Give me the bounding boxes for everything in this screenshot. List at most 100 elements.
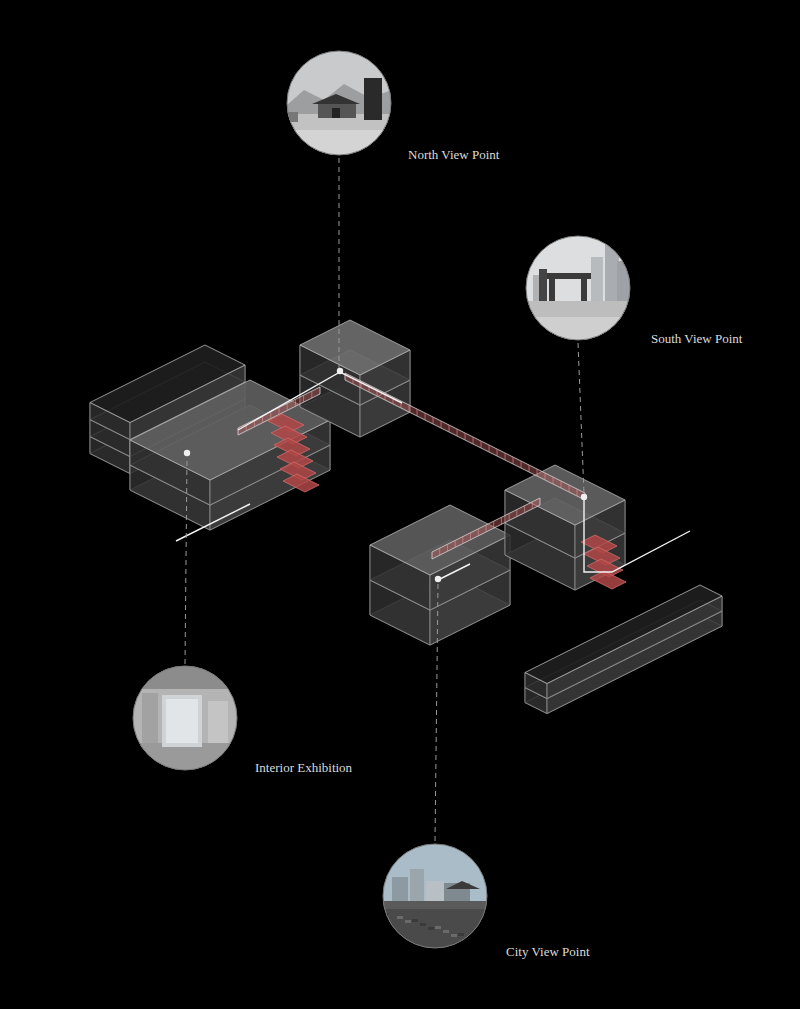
stair-flight	[283, 474, 319, 492]
route-line	[176, 504, 250, 541]
floor-slab	[525, 585, 722, 684]
wall-face	[575, 533, 625, 590]
viewpoint-picture	[382, 843, 488, 949]
picture-part	[364, 78, 382, 120]
bridge-city	[432, 498, 540, 559]
viewpoint-circle	[287, 51, 391, 155]
bridge-rib	[409, 405, 410, 412]
picture-part	[382, 843, 488, 949]
picture-part	[132, 665, 238, 771]
stair-south	[581, 535, 626, 589]
stair-west	[268, 414, 319, 492]
viewpoint-circle	[133, 666, 237, 770]
picture-part	[166, 699, 198, 743]
picture-part	[458, 933, 464, 936]
floor-slab	[370, 505, 510, 575]
picture-part	[443, 930, 449, 933]
bridge-rib	[561, 481, 562, 488]
viewpoint-node: City View Point	[382, 843, 594, 949]
picture-part	[525, 301, 631, 341]
bridge-rib	[524, 506, 525, 513]
picture-part	[581, 279, 587, 303]
picture-part	[132, 743, 238, 771]
west-building	[130, 380, 330, 530]
viewpoint-label: City View Point	[506, 944, 590, 960]
bridge-rib	[481, 441, 482, 448]
picture-part	[605, 243, 619, 303]
bridge-west	[238, 387, 320, 435]
viewpoint-node: South View Point	[525, 235, 747, 341]
bridge-rib	[516, 510, 517, 517]
floor-slab	[505, 465, 625, 525]
annex-strips	[525, 585, 722, 714]
bridge-rib	[509, 513, 510, 520]
bridge-rib	[311, 391, 312, 398]
picture-part	[412, 919, 418, 922]
stair-flight	[590, 571, 626, 589]
bridge-rib	[279, 408, 280, 415]
picture-part	[286, 50, 392, 156]
bridge-rib	[569, 485, 570, 492]
bridge-rib	[577, 489, 578, 496]
bridge-rib	[505, 453, 506, 460]
picture-scene	[132, 665, 238, 771]
view-dot	[184, 450, 190, 456]
picture-part	[435, 926, 441, 929]
picture-part	[446, 881, 480, 889]
bridge-rib	[521, 461, 522, 468]
picture-part	[428, 927, 434, 930]
bridge-rib	[497, 449, 498, 456]
bridge-rib	[455, 540, 456, 547]
picture-part	[142, 693, 158, 743]
floor-slab	[300, 320, 410, 375]
viewpoint-circle	[383, 844, 487, 948]
picture-part	[382, 909, 488, 949]
view-dot	[337, 368, 343, 374]
bridge-rib	[537, 469, 538, 476]
bridge-rib	[447, 544, 448, 551]
leader-line	[339, 158, 340, 369]
bridge-rib	[553, 477, 554, 484]
bridge-rib	[425, 413, 426, 420]
viewpoint-label: Interior Exhibition	[255, 760, 352, 776]
bridge-rib	[417, 409, 418, 416]
view-dot	[581, 494, 587, 500]
picture-scene	[286, 50, 392, 156]
picture-part	[474, 941, 480, 944]
leader-line	[185, 457, 187, 664]
leader-line	[435, 583, 438, 841]
picture-part	[547, 273, 591, 279]
viewpoint-circle	[526, 236, 630, 340]
bridge-rib	[295, 399, 296, 406]
leader-line	[578, 343, 584, 494]
route-line	[584, 497, 690, 572]
picture-part	[286, 114, 392, 156]
picture-scene	[525, 235, 631, 341]
bridge-rib	[501, 517, 502, 524]
bridge-rib	[489, 445, 490, 452]
picture-part	[312, 94, 360, 104]
picture-part	[420, 923, 426, 926]
viewpoint-label: North View Point	[408, 147, 499, 163]
picture-scene	[382, 843, 488, 949]
view-dot	[435, 576, 441, 582]
picture-part	[286, 130, 392, 156]
viewpoint-node: North View Point	[286, 50, 504, 156]
bridge-rib	[462, 537, 463, 544]
bridge-rib	[470, 533, 471, 540]
bridge-deck	[432, 498, 540, 559]
bridge-rib	[433, 417, 434, 424]
viewpoint-picture	[525, 235, 631, 341]
picture-part	[549, 279, 555, 303]
picture-part	[481, 940, 487, 943]
bridge-rib	[493, 521, 494, 528]
bridge-rib	[486, 525, 487, 532]
picture-part	[539, 269, 547, 303]
bridge-rib	[465, 433, 466, 440]
picture-part	[397, 916, 403, 919]
viewpoint-picture	[286, 50, 392, 156]
bridge-rib	[287, 403, 288, 410]
picture-part	[208, 701, 228, 743]
picture-part	[525, 235, 631, 341]
bridge-rib	[545, 473, 546, 480]
